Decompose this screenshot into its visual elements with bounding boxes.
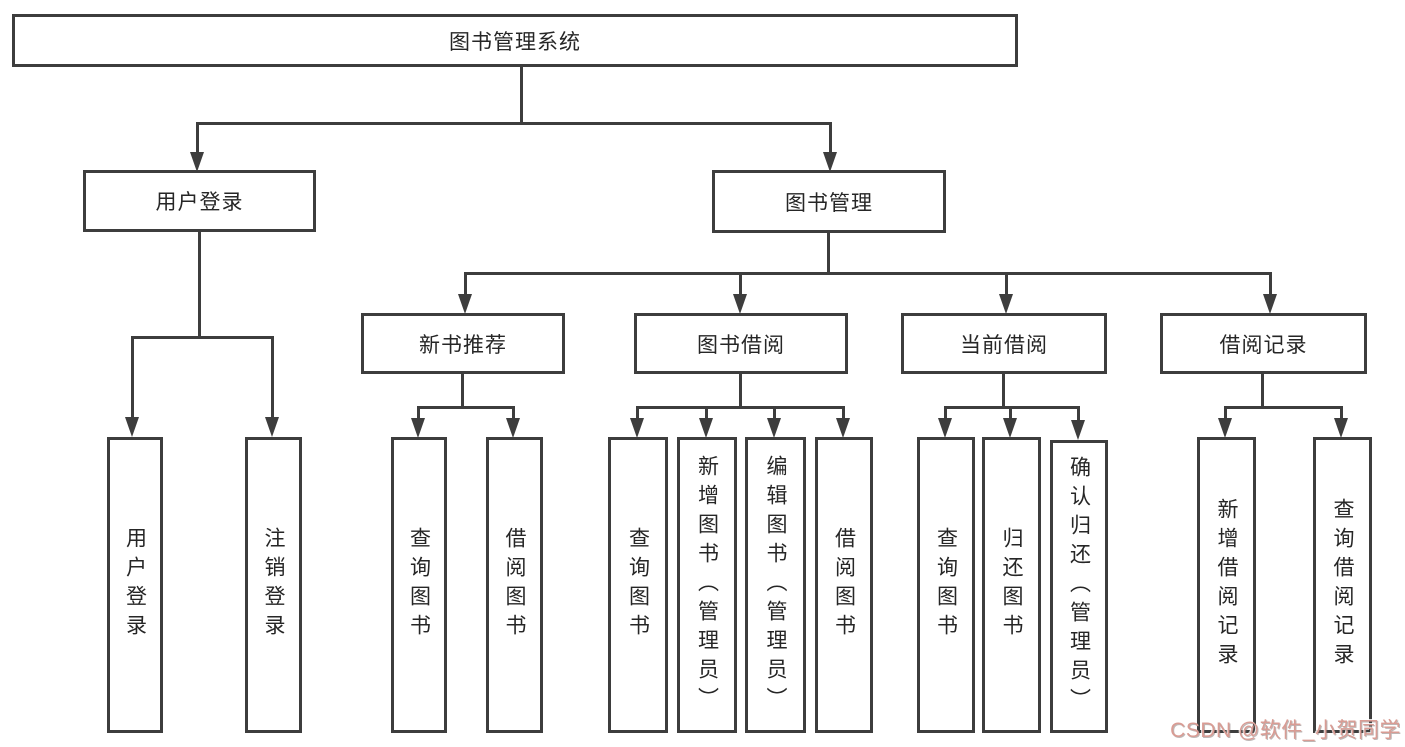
arrow-down-icon bbox=[506, 418, 520, 438]
node-borrowing-records-label: 借阅记录 bbox=[1219, 333, 1308, 357]
connector-line bbox=[417, 406, 515, 409]
connector-line bbox=[829, 122, 832, 154]
node-current-borrowing-label: 当前借阅 bbox=[960, 333, 1048, 357]
connector-line bbox=[520, 65, 523, 123]
connector-line bbox=[739, 374, 742, 408]
connector-line bbox=[1224, 406, 1343, 409]
leaf-query-books-3-label: 查询图书 bbox=[934, 527, 958, 643]
node-book-management-label: 图书管理 bbox=[785, 191, 873, 215]
connector-line bbox=[842, 406, 845, 420]
node-borrowing-records: 借阅记录 bbox=[1160, 313, 1367, 374]
leaf-user-login-label: 用户登录 bbox=[123, 527, 147, 643]
leaf-add-borrow-record: 新增借阅记录 bbox=[1197, 437, 1256, 733]
node-current-borrowing: 当前借阅 bbox=[901, 313, 1107, 374]
leaf-query-books-1: 查询图书 bbox=[391, 437, 447, 733]
arrow-down-icon bbox=[630, 418, 644, 438]
connector-line bbox=[1340, 406, 1343, 420]
arrow-down-icon bbox=[190, 152, 204, 172]
leaf-query-books-2-label: 查询图书 bbox=[626, 527, 650, 643]
node-root-label: 图书管理系统 bbox=[449, 30, 581, 54]
arrow-down-icon bbox=[411, 418, 425, 438]
node-book-management: 图书管理 bbox=[712, 170, 946, 233]
arrow-down-icon bbox=[999, 294, 1013, 314]
arrow-down-icon bbox=[1003, 418, 1017, 438]
leaf-return-books-label: 归还图书 bbox=[1000, 527, 1023, 643]
node-new-book-recommend: 新书推荐 bbox=[361, 313, 565, 374]
leaf-query-books-3: 查询图书 bbox=[917, 437, 975, 733]
connector-line bbox=[512, 406, 515, 420]
leaf-query-borrow-record-label: 查询借阅记录 bbox=[1331, 498, 1354, 672]
connector-line bbox=[1077, 406, 1080, 422]
node-user-login: 用户登录 bbox=[83, 170, 316, 232]
arrow-down-icon bbox=[699, 418, 713, 438]
csdn-watermark: CSDN @软件_小贺同学 bbox=[1170, 719, 1401, 742]
leaf-query-books-1-label: 查询图书 bbox=[407, 527, 431, 643]
node-book-borrowing: 图书借阅 bbox=[634, 313, 848, 374]
leaf-confirm-return-admin-label: 确认归还（管理员） bbox=[1067, 456, 1091, 717]
connector-line bbox=[1261, 374, 1264, 408]
connector-line bbox=[131, 336, 134, 418]
leaf-borrow-books-1-label: 借阅图书 bbox=[503, 527, 526, 643]
leaf-add-books-admin: 新增图书（管理员） bbox=[677, 437, 737, 733]
arrow-down-icon bbox=[823, 152, 837, 172]
node-user-login-label: 用户登录 bbox=[155, 191, 244, 214]
connector-line bbox=[944, 406, 1080, 409]
connector-line bbox=[464, 272, 1272, 275]
leaf-edit-books-admin-label: 编辑图书（管理员） bbox=[764, 454, 787, 716]
connector-line bbox=[417, 406, 420, 420]
connector-line bbox=[196, 122, 199, 154]
connector-line bbox=[1005, 272, 1008, 296]
leaf-logout: 注销登录 bbox=[245, 437, 302, 733]
node-book-borrowing-label: 图书借阅 bbox=[697, 333, 785, 357]
connector-line bbox=[739, 272, 742, 296]
leaf-add-books-admin-label: 新增图书（管理员） bbox=[695, 454, 719, 716]
leaf-borrow-books-2: 借阅图书 bbox=[815, 437, 873, 733]
leaf-logout-label: 注销登录 bbox=[262, 527, 285, 643]
leaf-user-login: 用户登录 bbox=[107, 437, 163, 733]
leaf-add-borrow-record-label: 新增借阅记录 bbox=[1215, 498, 1238, 672]
node-root: 图书管理系统 bbox=[12, 14, 1018, 67]
leaf-query-books-2: 查询图书 bbox=[608, 437, 668, 733]
connector-line bbox=[636, 406, 639, 420]
leaf-edit-books-admin: 编辑图书（管理员） bbox=[745, 437, 806, 733]
node-new-book-recommend-label: 新书推荐 bbox=[419, 333, 507, 357]
connector-line bbox=[1002, 374, 1005, 408]
arrow-down-icon bbox=[458, 294, 472, 314]
arrow-down-icon bbox=[767, 418, 781, 438]
connector-line bbox=[773, 406, 776, 420]
leaf-borrow-books-1: 借阅图书 bbox=[486, 437, 543, 733]
connector-line bbox=[944, 406, 947, 420]
connector-line bbox=[461, 374, 464, 408]
arrow-down-icon bbox=[836, 418, 850, 438]
leaf-confirm-return-admin: 确认归还（管理员） bbox=[1050, 440, 1108, 733]
arrow-down-icon bbox=[733, 294, 747, 314]
arrow-down-icon bbox=[1263, 294, 1277, 314]
connector-line bbox=[196, 122, 832, 125]
connector-line bbox=[198, 232, 201, 338]
connector-line bbox=[131, 336, 274, 339]
arrow-down-icon bbox=[938, 418, 952, 438]
connector-line bbox=[1009, 406, 1012, 420]
arrow-down-icon bbox=[265, 417, 279, 437]
arrow-down-icon bbox=[1334, 418, 1348, 438]
connector-line bbox=[464, 272, 467, 296]
arrow-down-icon bbox=[1071, 420, 1085, 440]
connector-line bbox=[636, 406, 845, 409]
leaf-query-borrow-record: 查询借阅记录 bbox=[1313, 437, 1372, 733]
leaf-borrow-books-2-label: 借阅图书 bbox=[832, 527, 856, 643]
arrow-down-icon bbox=[125, 417, 139, 437]
connector-line bbox=[705, 406, 708, 420]
connector-line bbox=[1269, 272, 1272, 296]
connector-line bbox=[1224, 406, 1227, 420]
arrow-down-icon bbox=[1218, 418, 1232, 438]
connector-line bbox=[271, 336, 274, 418]
connector-line bbox=[827, 233, 830, 274]
leaf-return-books: 归还图书 bbox=[982, 437, 1041, 733]
